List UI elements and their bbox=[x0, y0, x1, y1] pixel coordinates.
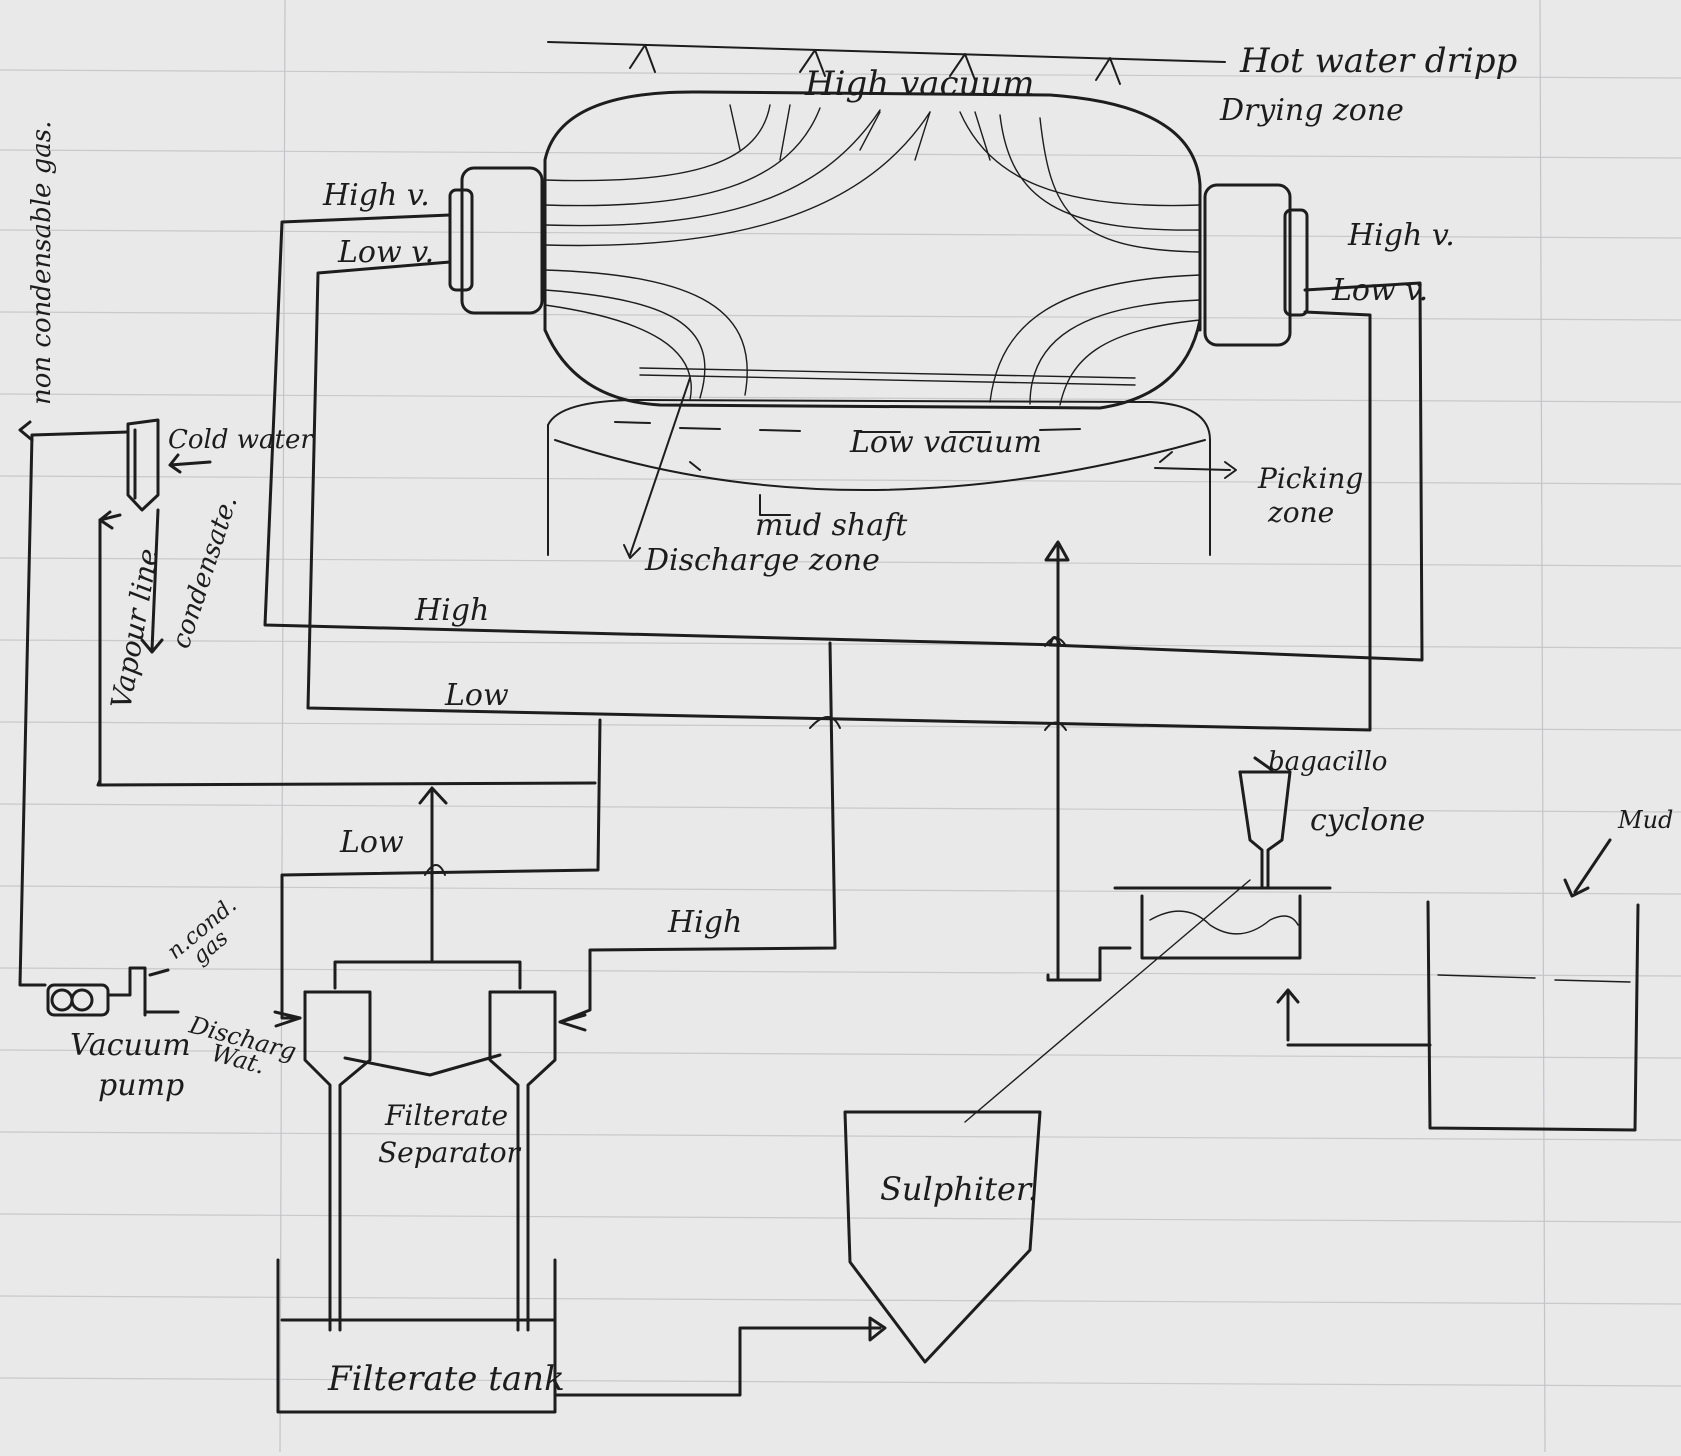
vacuum-lines bbox=[98, 215, 1422, 1030]
label-low-mid: Low bbox=[339, 825, 404, 860]
label-high-header: High bbox=[414, 593, 489, 628]
sulphiter-vessel bbox=[845, 880, 1250, 1362]
label-cold-water: Cold water bbox=[168, 425, 314, 455]
cyclone-and-tray bbox=[1115, 758, 1430, 1045]
label-cyclone: cyclone bbox=[1310, 803, 1425, 838]
label-hot-water: Hot water dripp bbox=[1239, 41, 1517, 81]
label-low-v-left: Low v. bbox=[337, 235, 434, 270]
label-filtrate-separator-1: Filterate bbox=[384, 1099, 508, 1132]
label-condensate: condensate. bbox=[166, 492, 244, 652]
label-vapour-line: Vapour line bbox=[104, 546, 165, 711]
label-low-vacuum: Low vacuum bbox=[849, 425, 1042, 460]
label-picking-zone-1: Picking bbox=[1257, 462, 1363, 495]
label-low-header: Low bbox=[444, 678, 509, 713]
vacuum-pump bbox=[48, 968, 178, 1015]
label-mud: Mud bbox=[1617, 806, 1673, 834]
label-bagacillo: bagacillo bbox=[1268, 747, 1387, 777]
label-high-vacuum: High vacuum bbox=[804, 64, 1035, 104]
label-high-v-right: High v. bbox=[1347, 218, 1455, 253]
label-non-condensable: non condensable gas. bbox=[27, 121, 57, 405]
line-crossovers bbox=[425, 638, 1066, 875]
drum-internal-pipes bbox=[545, 105, 1200, 405]
label-picking-zone-2: zone bbox=[1267, 496, 1334, 529]
label-sulphiter: Sulphiter. bbox=[880, 1170, 1038, 1208]
label-filtrate-separator-2: Separator bbox=[378, 1136, 522, 1169]
label-high-mid: High bbox=[667, 905, 742, 940]
label-low-v-right: Low v. bbox=[1331, 273, 1428, 308]
rotary-drum-filter bbox=[450, 92, 1307, 408]
label-vacuum-pump-2: pump bbox=[98, 1068, 184, 1103]
label-filtrate-tank: Filterate tank bbox=[327, 1359, 565, 1399]
bagacillo-return bbox=[1046, 542, 1130, 980]
label-mud-shaft: mud shaft bbox=[755, 508, 908, 543]
label-discharge-zone: Discharge zone bbox=[644, 543, 880, 578]
label-drying-zone: Drying zone bbox=[1219, 93, 1404, 128]
mud-tank bbox=[1428, 840, 1638, 1130]
label-vacuum-pump-1: Vacuum bbox=[70, 1028, 191, 1063]
label-high-v-left: High v. bbox=[322, 178, 430, 213]
